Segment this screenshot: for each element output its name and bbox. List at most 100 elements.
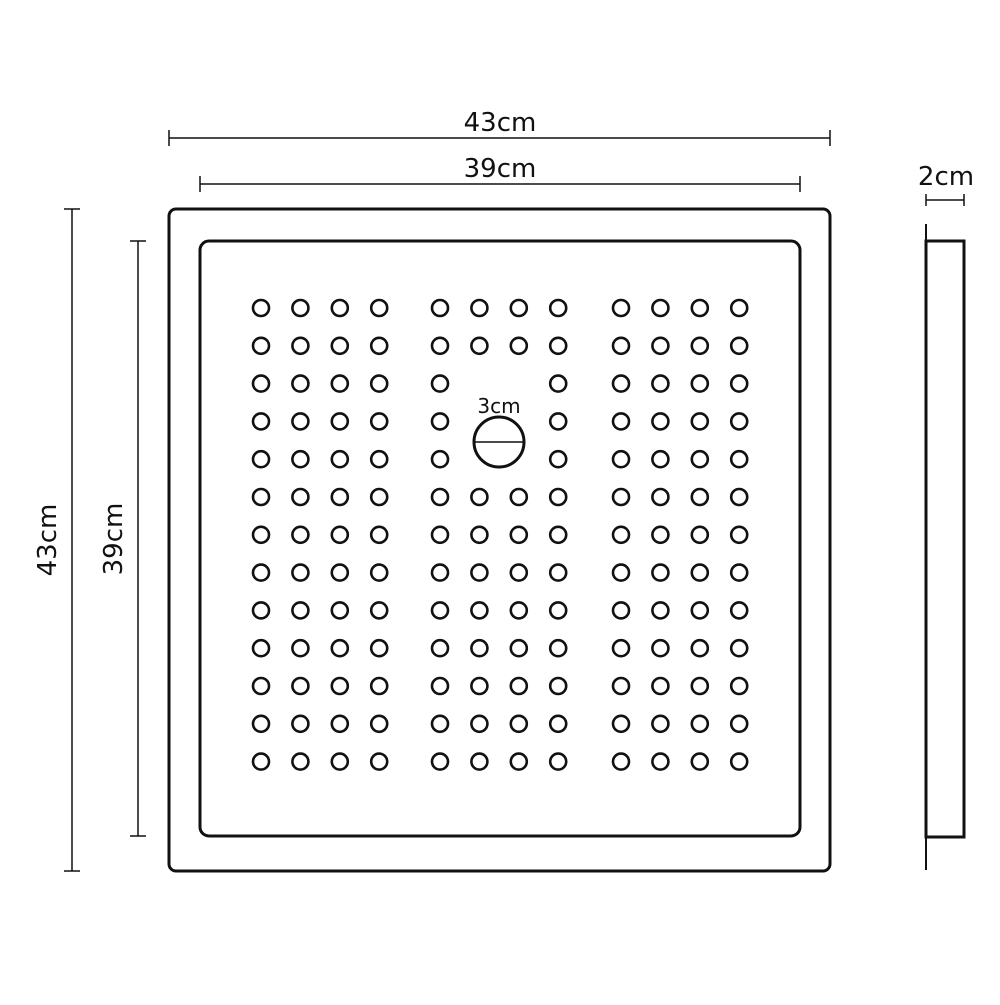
drain-hole	[611, 563, 631, 582]
drain-hole	[330, 412, 350, 431]
drain-hole	[611, 676, 631, 696]
drain-hole	[611, 638, 631, 658]
drain-hole	[690, 638, 710, 658]
drain-hole	[430, 676, 450, 696]
drain-hole	[548, 638, 568, 658]
drain-hole	[729, 412, 749, 431]
drain-hole	[430, 525, 450, 545]
drain-hole	[651, 638, 670, 658]
outer-width-label: 43cm	[464, 108, 537, 138]
drain-hole	[729, 374, 749, 393]
drain-hole	[430, 374, 450, 393]
drain-hole	[651, 714, 670, 734]
outer-tray-outline	[167, 207, 832, 873]
drain-hole	[251, 714, 271, 734]
drain-hole	[369, 336, 389, 356]
drain-hole	[330, 752, 350, 771]
drain-hole	[548, 563, 568, 582]
drain-hole	[509, 676, 529, 696]
drain-hole	[470, 487, 489, 507]
drain-hole	[330, 336, 350, 356]
drain-hole	[548, 525, 568, 545]
drain-hole	[251, 525, 271, 545]
drain-hole	[251, 449, 271, 469]
drain-hole	[430, 298, 450, 318]
drain-hole	[330, 601, 350, 620]
drain-hole	[251, 336, 271, 356]
drain-hole	[330, 638, 350, 658]
drain-hole	[548, 714, 568, 734]
drain-hole	[291, 752, 310, 771]
drain-hole	[729, 525, 749, 545]
drain-hole	[291, 525, 310, 545]
drain-hole	[690, 487, 710, 507]
drain-hole	[291, 449, 310, 469]
drain-hole	[251, 298, 271, 318]
center-drain: 3cm	[472, 394, 526, 469]
drain-hole	[729, 298, 749, 318]
drain-hole	[470, 563, 489, 582]
drain-hole	[251, 374, 271, 393]
drain-hole	[651, 601, 670, 620]
drain-hole	[369, 714, 389, 734]
drain-hole	[430, 563, 450, 582]
drain-hole	[291, 676, 310, 696]
drain-hole	[509, 298, 529, 318]
drain-hole	[430, 752, 450, 771]
drain-hole	[509, 487, 529, 507]
drain-hole	[430, 638, 450, 658]
drain-hole	[690, 374, 710, 393]
drain-hole	[330, 374, 350, 393]
drain-hole	[291, 298, 310, 318]
drain-hole	[470, 298, 489, 318]
outer-width-dimension: 43cm	[168, 108, 831, 146]
drain-hole	[251, 412, 271, 431]
drain-hole	[548, 336, 568, 356]
drain-hole	[430, 487, 450, 507]
thickness-dimension: 2cm	[918, 162, 974, 206]
drain-hole	[651, 374, 670, 393]
drain-hole	[470, 525, 489, 545]
drain-holes-grid	[251, 298, 749, 771]
drain-hole	[651, 449, 670, 469]
drain-hole	[651, 752, 670, 771]
drain-hole	[470, 714, 489, 734]
drain-hole	[690, 601, 710, 620]
drain-hole	[291, 638, 310, 658]
drain-hole	[548, 374, 568, 393]
drain-hole	[369, 298, 389, 318]
drain-hole	[470, 336, 489, 356]
drain-hole	[330, 487, 350, 507]
drain-hole	[548, 676, 568, 696]
drain-hole	[369, 487, 389, 507]
drain-hole	[548, 412, 568, 431]
drain-hole	[251, 676, 271, 696]
drain-hole	[611, 487, 631, 507]
drain-hole	[651, 298, 670, 318]
drain-hole	[690, 714, 710, 734]
drain-hole	[729, 714, 749, 734]
drain-hole	[470, 676, 489, 696]
drain-hole	[330, 449, 350, 469]
drain-hole	[470, 638, 489, 658]
inner-height-label: 39cm	[99, 503, 129, 576]
drain-hole	[690, 752, 710, 771]
drain-hole	[729, 449, 749, 469]
drain-hole	[548, 298, 568, 318]
drain-hole	[369, 601, 389, 620]
drain-hole	[651, 563, 670, 582]
drain-hole	[330, 298, 350, 318]
drain-hole	[251, 563, 271, 582]
drain-hole	[369, 525, 389, 545]
drain-hole	[430, 601, 450, 620]
drain-hole	[729, 563, 749, 582]
drain-hole	[470, 601, 489, 620]
side-profile	[924, 224, 966, 870]
drain-hole	[291, 336, 310, 356]
inner-width-dimension: 39cm	[199, 154, 801, 192]
drain-hole	[430, 412, 450, 431]
drain-hole	[690, 449, 710, 469]
drain-hole	[291, 487, 310, 507]
drain-hole	[548, 752, 568, 771]
